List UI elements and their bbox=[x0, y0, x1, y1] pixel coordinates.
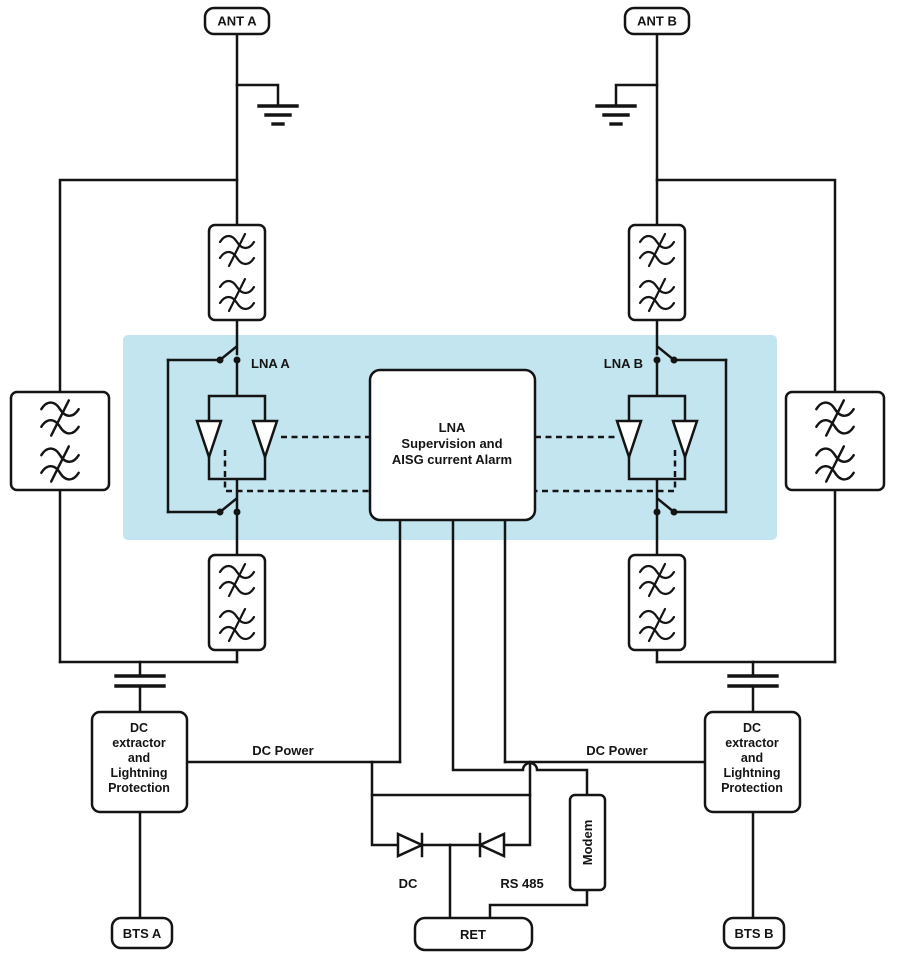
dc-extractor-b-line2: extractor bbox=[725, 736, 779, 750]
amplifier-icon-b1 bbox=[615, 419, 643, 461]
dc-extractor-b-box: DC extractor and Lightning Protection bbox=[703, 710, 802, 814]
wire-supervision-to-modem bbox=[451, 518, 589, 797]
dc-extractor-a-line2: extractor bbox=[112, 736, 166, 750]
amplifier-icon-a2 bbox=[251, 419, 279, 461]
wire-bypass-upper-b bbox=[655, 178, 837, 394]
ant-a-terminal: ANT A bbox=[203, 6, 271, 36]
bypass-switch-top-b bbox=[653, 345, 728, 364]
dc-extractor-b-line3: and bbox=[741, 751, 763, 765]
ground-icon-b bbox=[595, 104, 637, 126]
bts-b-label: BTS B bbox=[735, 926, 774, 941]
dc-extractor-b-line1: DC bbox=[743, 721, 761, 735]
ret-label: RET bbox=[460, 927, 486, 942]
dashed-sense-b2 bbox=[535, 450, 677, 493]
rx-filter-top-b bbox=[627, 223, 687, 322]
dc-extractor-a-box: DC extractor and Lightning Protection bbox=[90, 710, 189, 814]
amplifier-icon-b2 bbox=[671, 419, 699, 461]
supervision-box: LNA Supervision and AISG current Alarm bbox=[368, 368, 537, 522]
rx-filter-top-a bbox=[207, 223, 267, 322]
dc-extractor-a-line5: Protection bbox=[108, 781, 170, 795]
ant-b-terminal: ANT B bbox=[623, 6, 691, 36]
wire-ground-branch-b bbox=[614, 83, 659, 108]
rx-filter-bottom-b bbox=[627, 553, 687, 652]
capacitor-icon-a bbox=[114, 660, 166, 714]
rx-filter-bottom-a bbox=[207, 553, 267, 652]
dashed-sense-a2 bbox=[223, 450, 370, 493]
bypass-switch-top-a bbox=[166, 345, 241, 364]
wire-amp-network-b bbox=[627, 361, 687, 513]
supervision-label-2: Supervision and bbox=[401, 436, 502, 451]
dc-power-b-label: DC Power bbox=[586, 743, 647, 758]
ground-icon-a bbox=[257, 104, 299, 126]
dc-extractor-a-line4: Lightning bbox=[111, 766, 168, 780]
bypass-switch-bottom-b bbox=[653, 497, 728, 516]
dc-extractor-b-line5: Protection bbox=[721, 781, 783, 795]
bts-b-terminal: BTS B bbox=[722, 916, 786, 950]
wire-amp-network-a bbox=[207, 361, 267, 513]
modem-box: Modem bbox=[568, 793, 607, 892]
rs485-label: RS 485 bbox=[500, 876, 543, 891]
bts-a-label: BTS A bbox=[123, 926, 162, 941]
supervision-label-3: AISG current Alarm bbox=[392, 452, 512, 467]
wire-ground-branch-a bbox=[235, 83, 280, 108]
wire-bypass-upper-a bbox=[58, 178, 239, 394]
supervision-label-1: LNA bbox=[439, 420, 466, 435]
ret-terminal: RET bbox=[413, 916, 534, 952]
diode-icon-right bbox=[448, 832, 506, 858]
wire-diode-feed-left bbox=[370, 760, 400, 847]
tx-filter-b bbox=[784, 390, 886, 492]
dc-extractor-b-line4: Lightning bbox=[724, 766, 781, 780]
tx-filter-a bbox=[9, 390, 111, 492]
dc-power-a-label: DC Power bbox=[252, 743, 313, 758]
wire-diode-feed-right bbox=[502, 760, 532, 847]
lna-b-label: LNA B bbox=[604, 356, 643, 371]
diode-icon-left bbox=[396, 832, 452, 858]
dc-extractor-a-line3: and bbox=[128, 751, 150, 765]
wire-modem-to-ret bbox=[488, 888, 589, 920]
capacitor-icon-b bbox=[727, 660, 779, 714]
lna-a-label: LNA A bbox=[251, 356, 290, 371]
dc-label: DC bbox=[399, 876, 418, 891]
dc-extractor-a-line1: DC bbox=[130, 721, 148, 735]
amplifier-icon-a1 bbox=[195, 419, 223, 461]
bts-a-terminal: BTS A bbox=[110, 916, 174, 950]
ant-a-label: ANT A bbox=[217, 14, 257, 29]
ant-b-label: ANT B bbox=[637, 14, 677, 29]
modem-label: Modem bbox=[580, 820, 595, 866]
bypass-switch-bottom-a bbox=[166, 497, 241, 516]
